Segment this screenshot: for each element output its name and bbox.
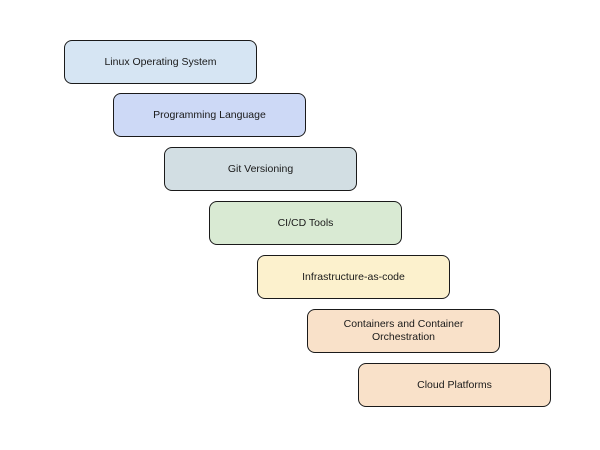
box-cicd-tools: CI/CD Tools — [209, 201, 402, 245]
box-label: Linux Operating System — [104, 55, 217, 68]
box-git-versioning: Git Versioning — [164, 147, 357, 191]
box-label: CI/CD Tools — [277, 216, 334, 229]
box-infrastructure-as-code: Infrastructure-as-code — [257, 255, 450, 299]
box-containers-and-container-orchestration: Containers and Container Orchestration — [307, 309, 500, 353]
box-label: Programming Language — [153, 108, 266, 121]
box-label: Cloud Platforms — [417, 378, 492, 391]
box-cloud-platforms: Cloud Platforms — [358, 363, 551, 407]
box-label: Git Versioning — [227, 162, 294, 175]
box-programming-language: Programming Language — [113, 93, 306, 137]
box-linux-operating-system: Linux Operating System — [64, 40, 257, 84]
box-label: Infrastructure-as-code — [302, 270, 405, 283]
box-label: Containers and Container Orchestration — [343, 318, 464, 343]
